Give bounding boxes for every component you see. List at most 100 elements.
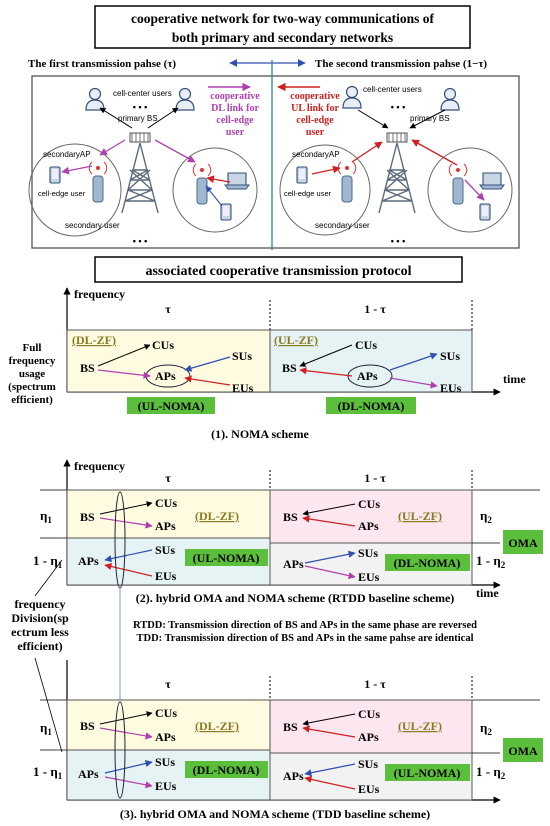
secondary-cell-left <box>28 143 122 237</box>
ul-noma-tag: (UL-NOMA) <box>193 551 260 565</box>
arrow <box>304 550 356 564</box>
secondary-cell-right <box>172 147 258 233</box>
rtdd-note: RTDD: Transmission direction of BS and A… <box>133 620 477 631</box>
phase2-label: The second transmission pahse (1−τ) <box>315 58 487 70</box>
eta2-label: η2 <box>480 720 492 737</box>
dl-purple-arrow <box>154 139 196 163</box>
ul-noma-badge <box>127 397 215 414</box>
protocol-title-box <box>94 256 463 283</box>
ul-red-arrow <box>351 141 383 163</box>
arrow <box>184 375 231 386</box>
ul-link-text: cell-edge <box>296 115 334 126</box>
dl-link-text: cooperative <box>210 91 260 102</box>
tdd-note: TDD: Transmission direction of BS and AP… <box>136 633 473 644</box>
network-frame <box>31 75 520 249</box>
eus-label: EUs <box>155 779 177 793</box>
ul-noma-badge <box>185 549 268 566</box>
laptop-icon <box>479 172 505 190</box>
eus-label: EUs <box>232 381 254 395</box>
full-freq-label: (spectrum <box>8 381 56 393</box>
ul-blue-arrow <box>205 185 223 207</box>
arrow <box>104 562 153 577</box>
dl-purple-arrow <box>464 179 485 201</box>
tau-label: τ <box>165 302 171 316</box>
cus-label: CUs <box>358 497 380 511</box>
dl-link-text: user <box>226 127 245 138</box>
ul-noma-tag: (UL-NOMA) <box>138 399 205 413</box>
time-label: time <box>476 586 499 600</box>
bs-label: BS <box>282 361 297 375</box>
ul-red-arrow <box>311 165 341 175</box>
cus-label: CUs <box>152 338 174 352</box>
aps-label: APs <box>358 519 379 533</box>
dl-noma-badge <box>326 397 416 414</box>
arrow <box>389 352 438 371</box>
secondary-user-label: secondary user <box>65 221 120 230</box>
oma-badge <box>503 738 543 762</box>
arrow <box>389 377 438 389</box>
eta2-label: η2 <box>480 508 492 525</box>
ul-red-arrow <box>206 175 231 184</box>
dl-zf-tag: (DL-ZF) <box>195 509 239 523</box>
ul-arrow <box>409 109 446 129</box>
sus-label: SUs <box>155 543 175 557</box>
dots-bottom-right: • • • <box>391 236 405 246</box>
aps-label: APs <box>283 769 304 783</box>
aps-label: APs <box>78 767 99 781</box>
oma-badge <box>503 530 543 554</box>
dl-noma-tag: (DL-NOMA) <box>338 399 405 413</box>
one-minus-eta1-label: 1 - η1 <box>33 764 63 781</box>
full-freq-label: usage <box>19 368 45 380</box>
arrow <box>299 367 353 377</box>
arrow <box>99 711 153 725</box>
sus-label: SUs <box>440 349 460 363</box>
dl-purple-arrow <box>61 165 93 175</box>
ul-noma-badge <box>385 764 470 781</box>
frequency-label: frequency <box>74 459 125 473</box>
phone-icon <box>220 203 232 221</box>
phase1-label: The first transmission pahse (τ) <box>28 58 176 70</box>
arrow <box>104 759 153 774</box>
phase1-block <box>66 329 271 393</box>
sus-label: SUs <box>358 546 378 560</box>
aps-label: APs <box>358 730 379 744</box>
full-freq-label: frequency <box>9 355 56 367</box>
frequency-label: frequency <box>74 287 125 301</box>
full-freq-label: Full <box>23 342 42 354</box>
oma-label: OMA <box>508 536 538 550</box>
title-box <box>94 5 471 49</box>
arrow <box>302 725 356 738</box>
eus-label: EUs <box>358 782 380 796</box>
arrow <box>97 344 151 367</box>
title-line-1: cooperative network for two-way communic… <box>131 11 435 26</box>
aps-label: APs <box>155 730 176 744</box>
cell-edge-user-label: cell-edge user <box>284 189 332 198</box>
sus-label: SUs <box>358 757 378 771</box>
cell-edge-phone-icon <box>296 166 308 184</box>
aps-label: APs <box>357 369 378 383</box>
dl-link-text: DL link for <box>211 103 259 114</box>
scheme-2-rtdd: frequency time τ 1 - τ η1 1 - η1 η2 1 - … <box>33 459 543 605</box>
secondary-ap-label: secondaryAP <box>43 150 91 159</box>
arrow <box>99 517 153 529</box>
aps-label: APs <box>283 557 304 571</box>
caption-2: (2). hybrid OMA and NOMA scheme (RTDD ba… <box>136 591 455 605</box>
secondary-ap-label: secondaryAP <box>292 150 340 159</box>
dots-top-left: • • • <box>133 102 147 112</box>
bs-label: BS <box>80 510 95 524</box>
sus-label: SUs <box>232 349 252 363</box>
arrow <box>302 713 356 726</box>
phone-icon <box>479 203 491 221</box>
aps-label: APs <box>155 519 176 533</box>
freq-div-label: ectrum less <box>11 625 69 639</box>
scheme-1-noma: frequency time τ 1 - τ (DL-ZF) BS CUs AP… <box>8 287 526 441</box>
bs-label: BS <box>80 719 95 733</box>
secondary-cell-left <box>279 144 371 236</box>
dl-zf-tag: (DL-ZF) <box>72 333 116 347</box>
aps-label: APs <box>155 369 176 383</box>
ul-arrow <box>357 109 389 129</box>
caption-3: (3). hybrid OMA and NOMA scheme (TDD bas… <box>120 807 430 821</box>
one-minus-tau-label: 1 - τ <box>364 471 386 485</box>
oma-label: OMA <box>508 744 538 758</box>
